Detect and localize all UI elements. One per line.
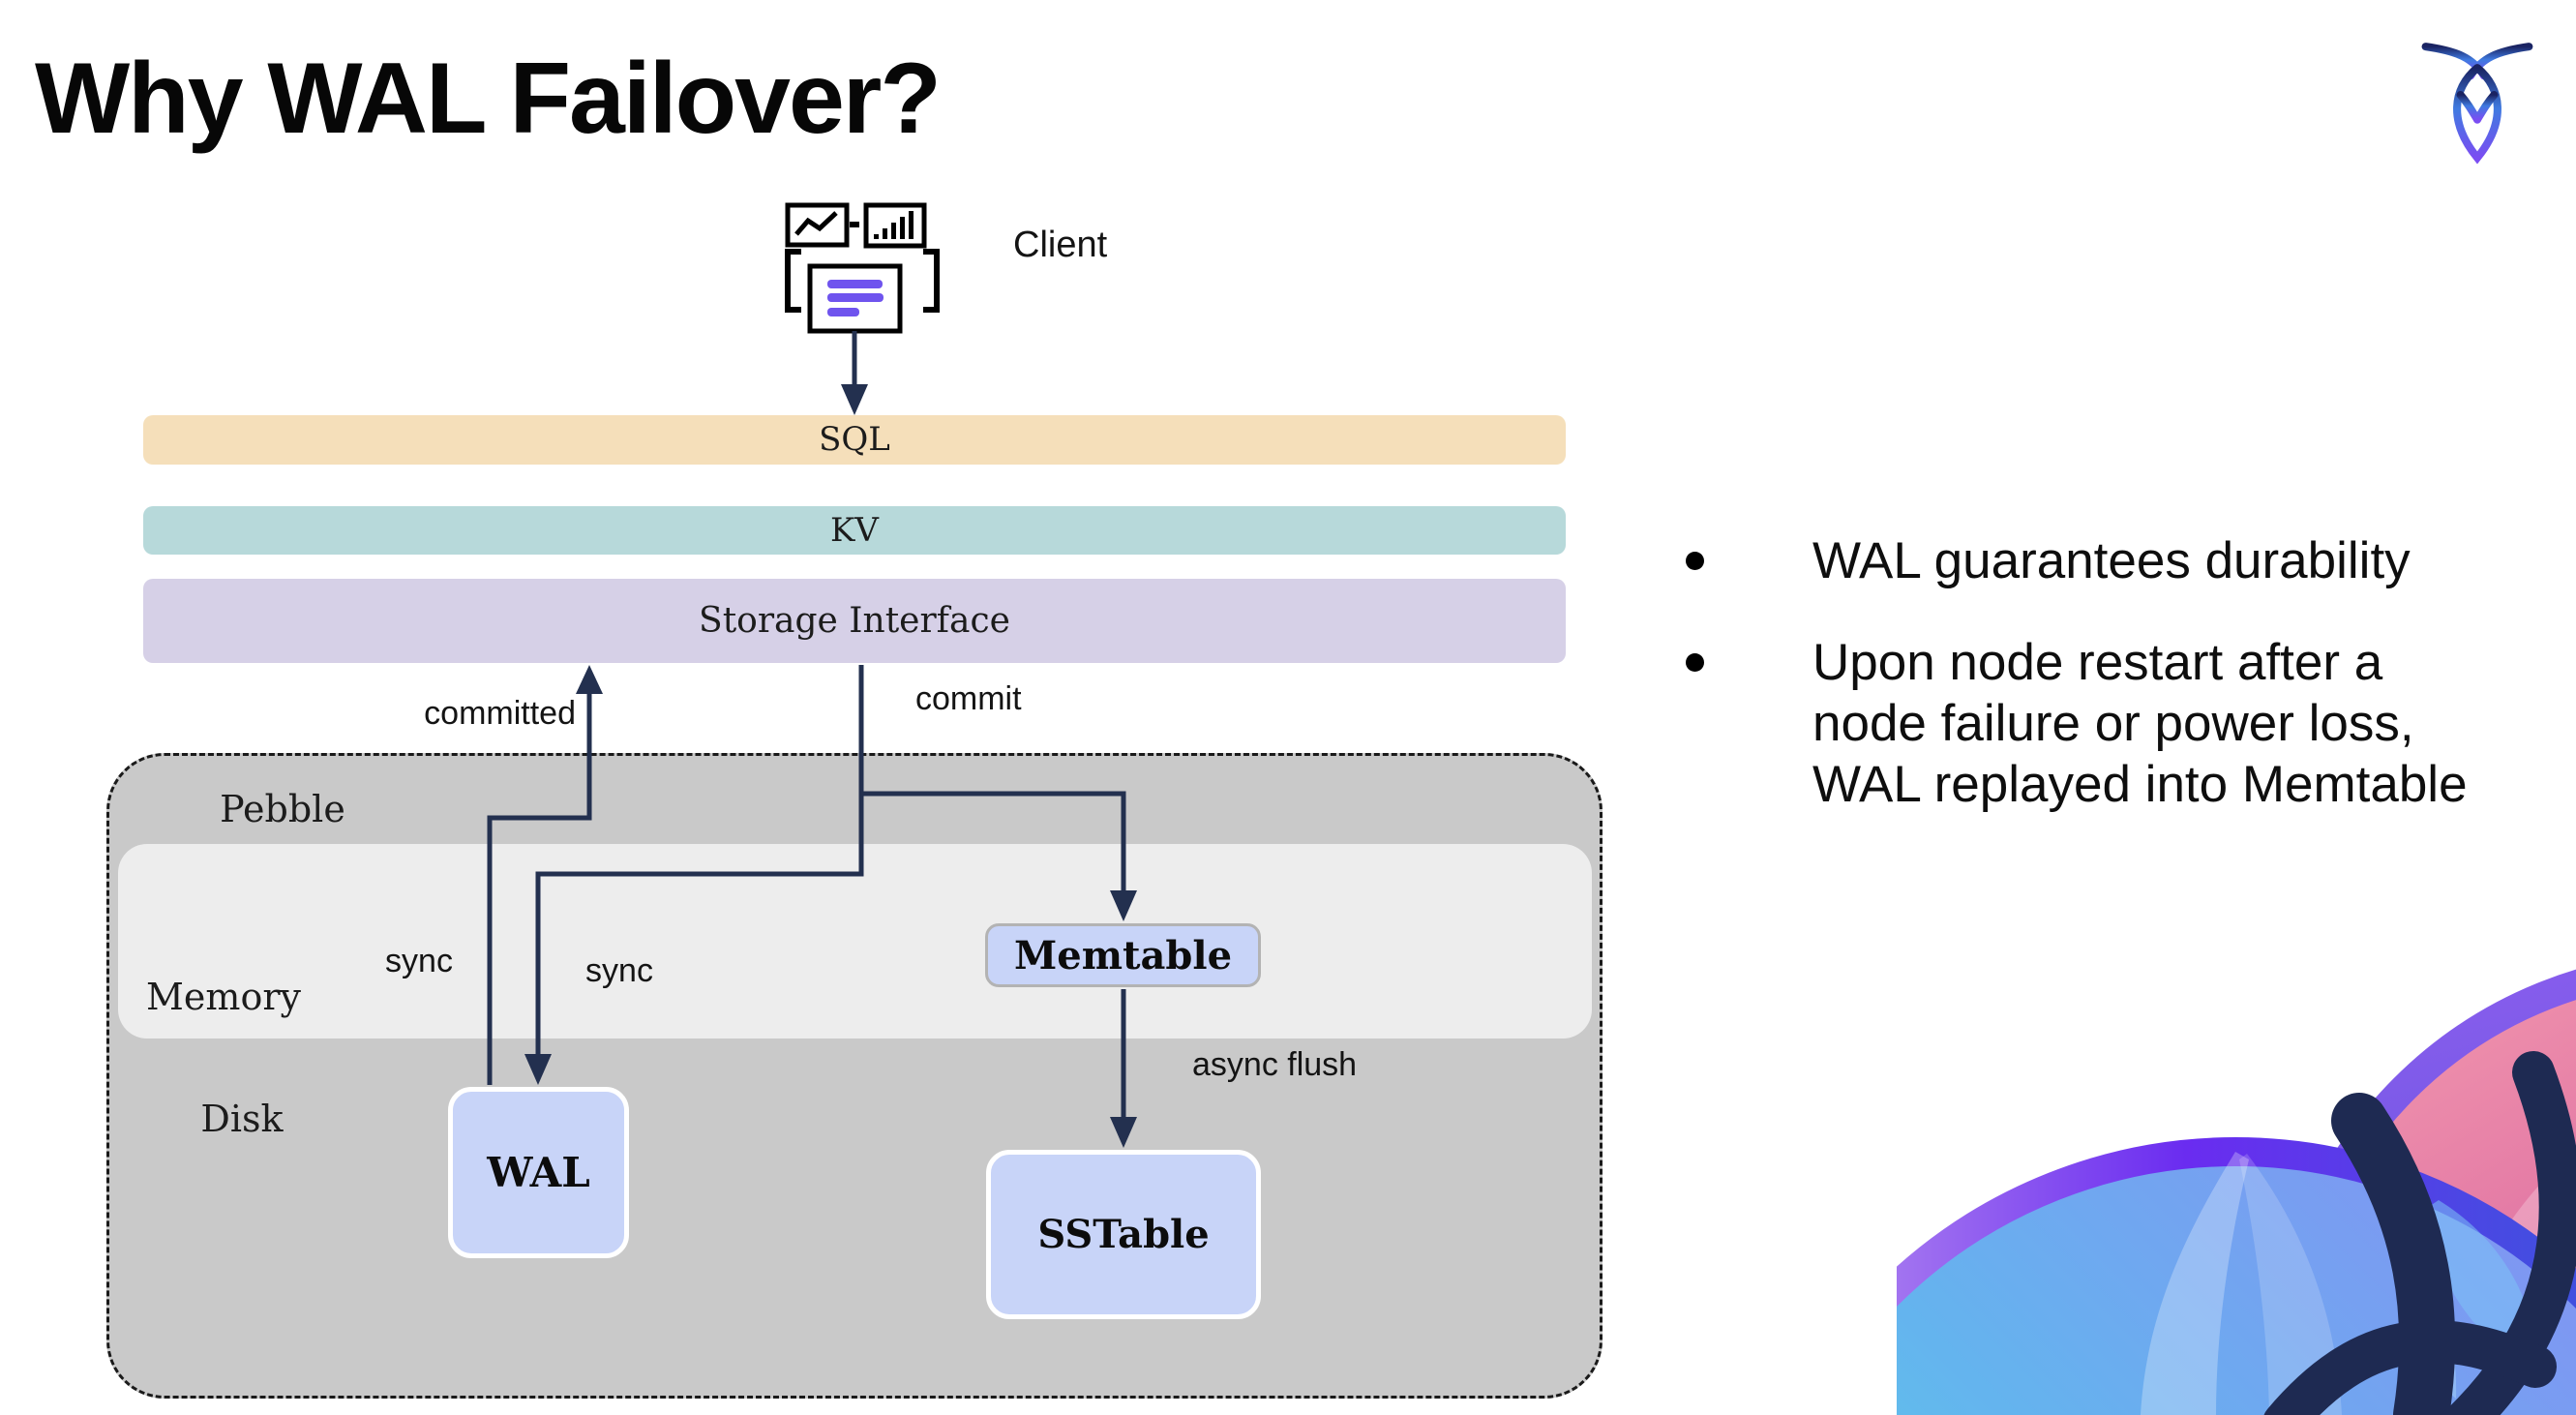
layer-bar-kv: KV	[143, 506, 1566, 555]
line-chart-icon	[785, 202, 850, 248]
dash-connector	[850, 222, 859, 227]
bullet-list: WAL guarantees durability Upon node rest…	[1686, 530, 2518, 856]
brand-spheres-decoration	[1897, 969, 2576, 1415]
client-icon	[785, 202, 940, 334]
layer-bar-storage-interface: Storage Interface	[143, 579, 1566, 663]
document-icon	[807, 263, 903, 334]
bullet-dot-icon	[1686, 653, 1704, 672]
bullet-item: Upon node restart after a node failure o…	[1686, 632, 2518, 815]
sstable-box: SSTable	[986, 1150, 1261, 1319]
wal-box: WAL	[448, 1087, 629, 1258]
arrowhead-storage	[576, 665, 603, 694]
bullet-line: Upon node restart after a	[1812, 634, 2383, 691]
bullet-line: WAL replayed into Memtable	[1812, 756, 2468, 813]
arrowhead-sql	[841, 384, 868, 415]
memory-band	[118, 844, 1592, 1039]
async-flush-label: async flush	[1192, 1046, 1358, 1083]
screen-bracket-icon	[785, 249, 940, 313]
bullet-dot-icon	[1686, 552, 1704, 570]
memtable-box: Memtable	[985, 923, 1261, 987]
page-title: Why WAL Failover?	[35, 43, 942, 155]
sync-label-left: sync	[385, 943, 453, 979]
memory-label: Memory	[146, 976, 301, 1018]
committed-label: committed	[424, 695, 576, 732]
bullet-item: WAL guarantees durability	[1686, 530, 2518, 591]
layer-bar-sql: SQL	[143, 415, 1566, 465]
disk-label: Disk	[200, 1098, 284, 1140]
sync-label-right: sync	[585, 952, 653, 989]
client-label: Client	[1013, 225, 1108, 265]
cockroachdb-logo-icon	[2421, 43, 2533, 165]
bar-chart-icon	[863, 202, 927, 249]
bullet-line: WAL guarantees durability	[1812, 532, 2411, 589]
bullet-line: node failure or power loss,	[1812, 695, 2414, 752]
commit-label: commit	[915, 680, 1022, 717]
pebble-label: Pebble	[220, 788, 345, 830]
